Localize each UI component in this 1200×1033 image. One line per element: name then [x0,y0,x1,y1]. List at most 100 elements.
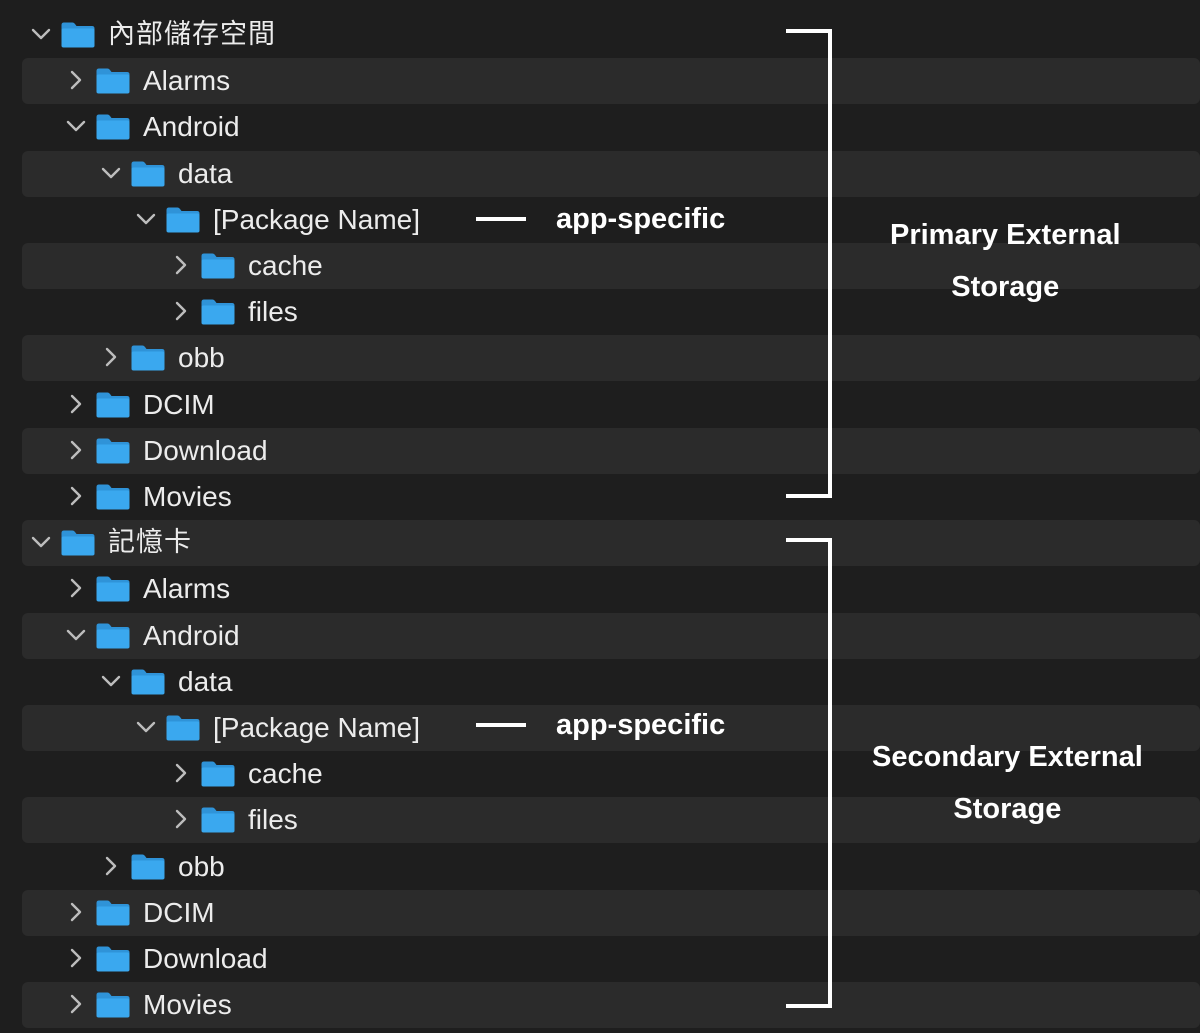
folder-icon [95,991,131,1019]
app-specific-connector [476,217,526,221]
tree-row[interactable]: [Package Name] [22,197,1200,243]
tree-row-label: Movies [143,989,232,1021]
chevron-right-icon[interactable] [65,393,87,415]
chevron-down-icon[interactable] [65,115,87,137]
primary-storage-label-line2: Storage [951,271,1060,303]
tree-row-label: DCIM [143,388,215,420]
folder-icon [60,529,96,557]
secondary-storage-label: Secondary External Storage [872,731,1143,835]
tree-row-label: 內部儲存空間 [108,19,276,50]
folder-icon [130,668,166,696]
app-specific-label: app-specific [556,709,726,741]
tree-row-label: cache [248,250,323,281]
chevron-down-icon[interactable] [100,162,122,184]
tree-row-label: obb [178,850,225,882]
chevron-down-icon[interactable] [100,670,122,692]
folder-icon [200,252,236,280]
chevron-right-icon[interactable] [170,254,192,276]
chevron-down-icon[interactable] [135,716,157,738]
chevron-right-icon[interactable] [170,762,192,784]
folder-icon [95,575,131,603]
chevron-down-icon[interactable] [30,23,52,45]
secondary-storage-label-line2: Storage [953,793,1062,825]
tree-row-label: data [178,157,233,189]
tree-row[interactable]: Movies [22,474,1200,520]
tree-row-label: [Package Name] [213,203,420,235]
tree-row[interactable]: cache [22,243,1200,289]
folder-icon [95,113,131,141]
chevron-down-icon[interactable] [65,624,87,646]
chevron-right-icon[interactable] [65,947,87,969]
chevron-right-icon[interactable] [65,69,87,91]
tree-row[interactable]: Alarms [22,58,1200,105]
primary-storage-label-line1: Primary External [890,219,1121,251]
tree-row-label: data [178,665,233,697]
chevron-right-icon[interactable] [65,485,87,507]
tree-row[interactable]: Android [22,104,1200,150]
chevron-right-icon[interactable] [100,855,122,877]
chevron-right-icon[interactable] [100,346,122,368]
chevron-right-icon[interactable] [65,901,87,923]
tree-row-label: Download [143,434,268,466]
tree-row-label: files [248,296,298,328]
tree-row[interactable]: files [22,797,1200,844]
tree-row-label: obb [178,342,225,374]
tree-row[interactable]: DCIM [22,382,1200,428]
folder-icon [165,206,201,234]
tree-row[interactable]: DCIM [22,889,1200,936]
folder-icon [130,160,166,188]
tree-row[interactable]: files [22,289,1200,335]
chevron-right-icon[interactable] [65,439,87,461]
tree-row[interactable]: Android [22,612,1200,659]
chevron-right-icon[interactable] [65,577,87,599]
tree-row[interactable]: data [22,659,1200,705]
primary-storage-label: Primary External Storage [890,209,1121,313]
folder-icon [60,21,96,49]
folder-icon [95,67,131,95]
tree-row-label: Alarms [143,65,231,97]
chevron-right-icon[interactable] [170,300,192,322]
tree-row[interactable]: cache [22,751,1200,797]
secondary-storage-label-line1: Secondary External [872,741,1143,773]
tree-row-label: Download [143,943,268,974]
folder-icon [165,714,201,742]
folder-icon [95,391,131,419]
tree-row-label: Android [143,111,240,143]
folder-icon [130,853,166,881]
tree-row[interactable]: 內部儲存空間 [22,12,1200,58]
app-specific-connector [476,723,526,727]
chevron-down-icon[interactable] [135,208,157,230]
folder-icon [130,344,166,372]
tree-row[interactable]: 記憶卡 [22,520,1200,567]
folder-icon [200,298,236,326]
tree-row-label: files [248,804,298,836]
tree-row[interactable]: obb [22,844,1200,890]
tree-row-label: DCIM [143,896,215,928]
chevron-right-icon[interactable] [65,993,87,1015]
tree-row[interactable]: data [22,150,1200,197]
app-specific-label: app-specific [556,203,726,235]
chevron-down-icon[interactable] [30,531,52,553]
tree-row[interactable]: obb [22,335,1200,382]
chevron-right-icon[interactable] [170,808,192,830]
tree-row-label: Alarms [143,573,231,605]
tree-row[interactable]: Alarms [22,566,1200,612]
folder-icon [95,483,131,511]
tree-row-label: [Package Name] [213,712,420,743]
tree-row-label: Movies [143,481,232,512]
tree-row[interactable]: Download [22,936,1200,982]
tree-row-label: 記憶卡 [108,527,192,559]
folder-icon [95,622,131,650]
secondary-storage-bracket [786,538,832,1008]
tree-row[interactable]: Movies [22,982,1200,1029]
tree-row[interactable]: [Package Name] [22,705,1200,751]
folder-icon [95,945,131,973]
folder-icon [95,437,131,465]
primary-storage-bracket [786,29,832,498]
tree-row[interactable]: Download [22,427,1200,474]
folder-icon [200,806,236,834]
tree-row-label: Android [143,619,240,651]
folder-icon [95,899,131,927]
tree-row-label: cache [248,758,323,790]
folder-icon [200,760,236,788]
